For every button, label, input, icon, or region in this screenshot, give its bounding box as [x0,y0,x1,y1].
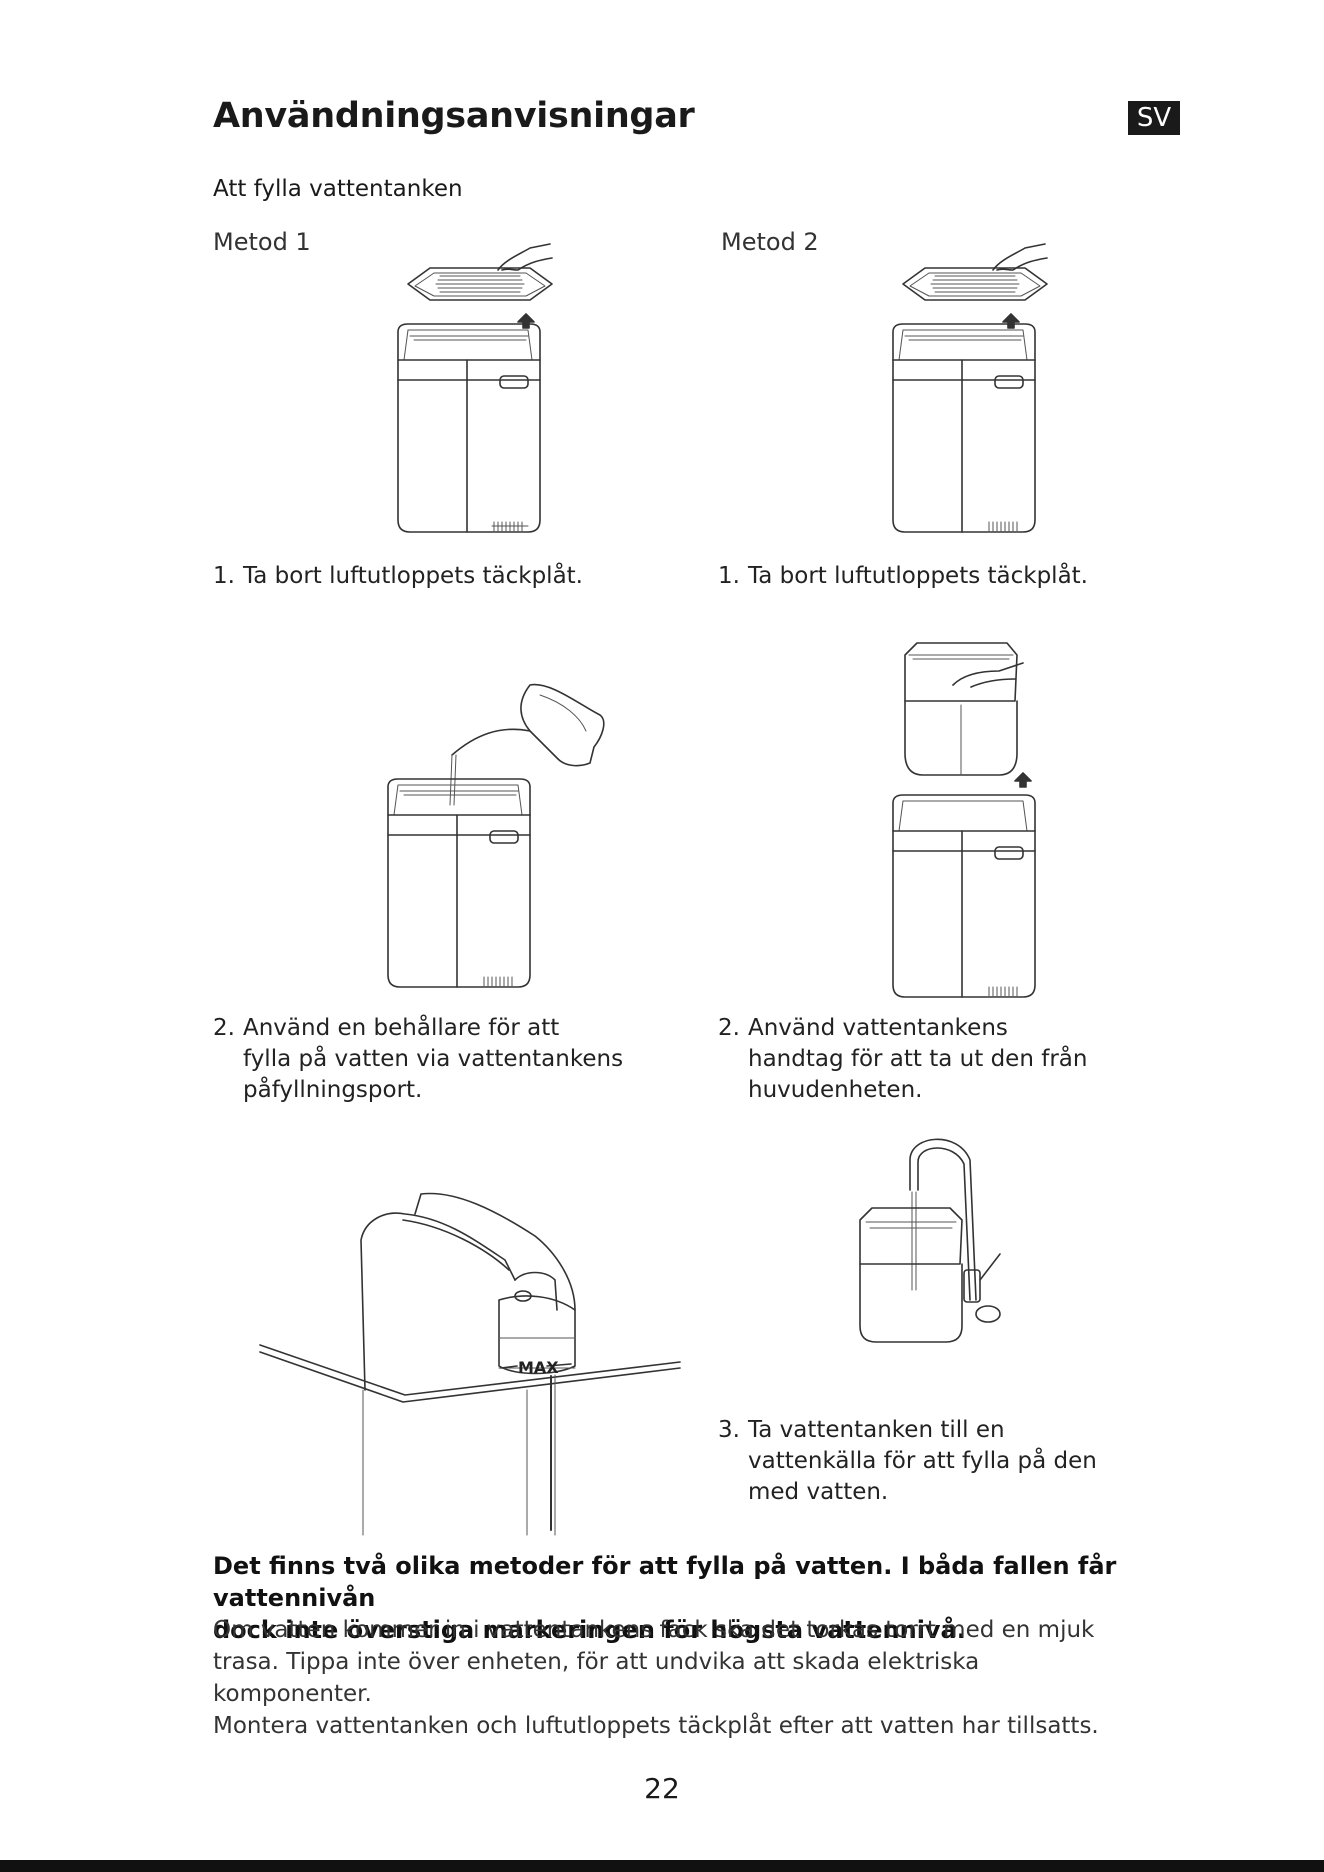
faucet-illustration [909,1138,1001,1323]
max-label: MAX [518,1358,559,1377]
method-1-step-1: 1. Ta bort luftutloppets täckplåt. [213,561,583,592]
cover-plate-illustration [407,267,553,301]
up-arrow-icon [1014,772,1032,788]
figure-lift-tank [892,642,1036,998]
up-arrow-icon [1002,313,1020,329]
water-stream [449,754,457,806]
counter-edge [259,1344,681,1403]
warning-line-1: Det finns två olika metoder för att fyll… [213,1552,1117,1612]
method-2-label: Metod 2 [721,228,819,256]
step-text: Ta bort luftutloppets täckplåt. [243,563,583,589]
step-text-line-3: påfyllningsport. [243,1077,423,1103]
tank-rim-illustration [498,1290,576,1375]
page-title: Användningsanvisningar [213,96,695,136]
step-number: 2. [213,1015,235,1041]
language-badge: SV [1128,101,1180,135]
water-tank-illustration [904,642,1018,776]
figure-remove-cover-m2 [892,243,1048,533]
method-2-step-1: 1. Ta bort luftutloppets täckplåt. [718,561,1088,592]
jug-spout-illustration [360,1192,576,1391]
care-line-3: Montera vattentanken och luftutloppets t… [213,1713,1099,1739]
care-line-2: trasa. Tippa inte över enheten, för att … [213,1649,980,1707]
figure-pour-water [387,683,605,988]
bottom-border [0,1860,1324,1872]
care-note: Om vatten kommer in i vattentankens fack… [213,1614,1133,1742]
humidifier-body-illustration [892,323,1036,533]
care-line-1: Om vatten kommer in i vattentankens fack… [213,1617,1095,1643]
section-heading: Att fylla vattentanken [213,176,463,202]
water-tank-illustration [859,1207,963,1343]
humidifier-body-illustration [397,323,541,533]
step-number: 1. [213,563,235,589]
step-number: 1. [718,563,740,589]
hand-icon [497,243,553,271]
step-text-line-3: med vatten. [748,1479,889,1505]
method-1-label: Metod 1 [213,228,311,256]
figure-faucet-fill [859,1138,1001,1343]
step-number: 2. [718,1015,740,1041]
warning-note: Det finns två olika metoder för att fyll… [213,1550,1133,1646]
humidifier-body-illustration [892,794,1036,998]
hand-icon [952,662,1024,688]
step-text-line-2: fylla på vatten via vattentankens [243,1046,624,1072]
page-number: 22 [644,1772,680,1805]
step-text-line-1: Ta vattentanken till en [748,1417,1005,1443]
step-text-line-3: huvudenheten. [748,1077,923,1103]
method-1-step-2: 2. Använd en behållare för att fylla på v… [213,1013,623,1106]
step-text: Ta bort luftutloppets täckplåt. [748,563,1088,589]
step-text-line-1: Använd en behållare för att [243,1015,560,1041]
figure-remove-cover-m1 [397,243,553,533]
method-2-step-3: 3. Ta vattentanken till en vattenkälla fö… [718,1415,1097,1508]
up-arrow-icon [517,313,535,329]
figure-max-level: MAX [259,1192,681,1536]
jug-illustration [451,683,605,767]
water-stream [911,1191,917,1291]
cover-plate-illustration [902,267,1048,301]
step-number: 3. [718,1417,740,1443]
method-2-step-2: 2. Använd vattentankens handtag för att t… [718,1013,1087,1106]
warning-line-2: dock inte överstiga markeringen för högs… [213,1616,966,1644]
humidifier-body-illustration [387,778,531,988]
step-text-line-2: handtag för att ta ut den från [748,1046,1088,1072]
hand-icon [992,243,1048,271]
step-text-line-2: vattenkälla för att fylla på den [748,1448,1097,1474]
step-text-line-1: Använd vattentankens [748,1015,1008,1041]
max-marker: MAX [500,1358,572,1377]
